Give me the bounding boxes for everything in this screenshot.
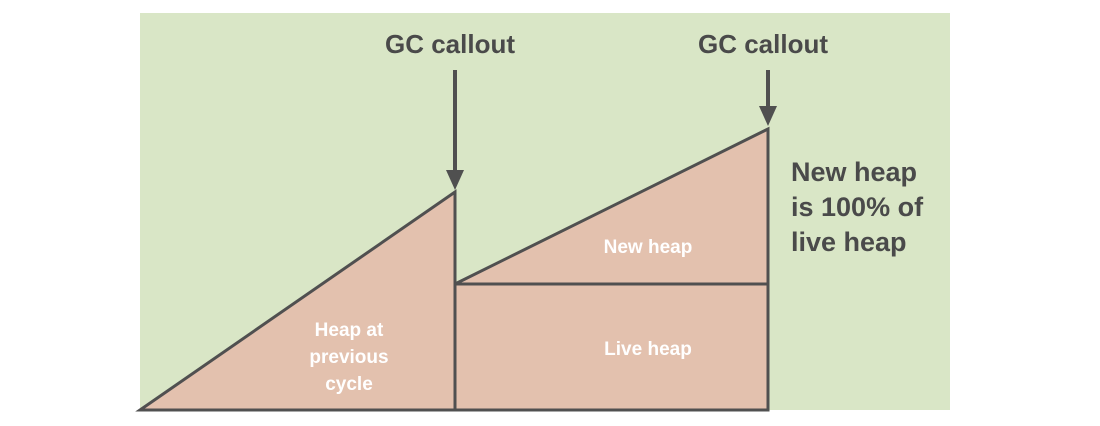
gc-callout-label-1: GC callout [385, 29, 515, 59]
side-note-line-3: live heap [791, 227, 907, 257]
gc-callout-arrow-1 [446, 70, 464, 190]
previous-heap-label-line-1: Heap at [315, 320, 384, 341]
side-note-line-1: New heap [791, 157, 917, 187]
new-heap-label: New heap [604, 237, 693, 258]
previous-heap-label: Heap at previous cycle [309, 320, 388, 395]
side-note: New heap is 100% of live heap [791, 157, 924, 257]
gc-callout-label-2: GC callout [698, 29, 828, 59]
side-note-line-2: is 100% of [791, 192, 924, 222]
arrow-down-icon [446, 170, 464, 190]
arrow-down-icon [759, 106, 777, 126]
live-heap-label: Live heap [604, 339, 692, 360]
previous-heap-label-line-2: previous [309, 347, 388, 368]
previous-heap-label-line-3: cycle [325, 374, 373, 395]
live-heap-rect [453, 282, 770, 412]
gc-callout-arrow-2 [759, 70, 777, 126]
